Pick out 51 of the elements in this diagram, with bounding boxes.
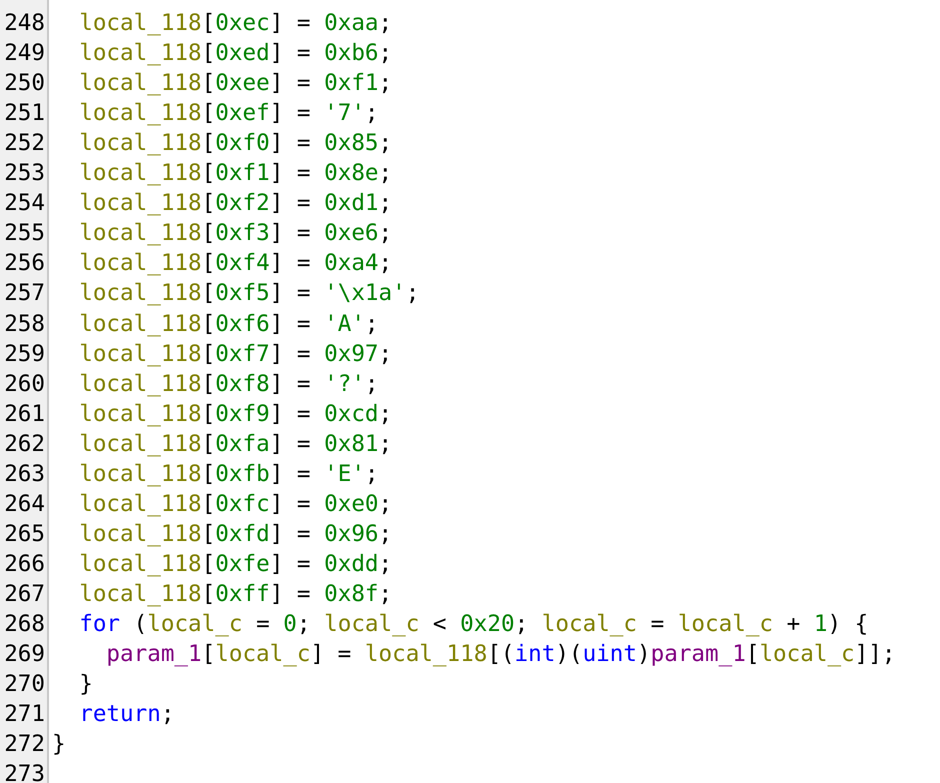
line-number: 256	[3, 249, 45, 278]
line-number: 266	[3, 550, 45, 579]
code-line: local_118[0xf8] = '?';	[78, 370, 379, 399]
code-line: param_1[local_c] = local_118[(int)(uint)param_1[local_c]];	[105, 640, 896, 670]
line-number: 254	[3, 189, 45, 218]
code-line: }	[52, 730, 66, 760]
line-number: 271	[3, 700, 45, 730]
code-line: local_118[0xf5] = '\x1a';	[78, 279, 420, 308]
line-number: 262	[3, 430, 45, 459]
line-number: 260	[3, 370, 45, 399]
line-number: 264	[3, 490, 45, 519]
code-line: local_118[0xf6] = 'A';	[78, 310, 379, 338]
line-number: 255	[3, 219, 45, 248]
code-line: }	[78, 670, 93, 700]
line-number: 272	[3, 730, 45, 760]
code-line: local_118[0xfc] = 0xe0;	[78, 490, 392, 519]
code-line: local_118[0xf7] = 0x97;	[78, 340, 392, 369]
code-line: local_118[0xfb] = 'E';	[78, 460, 379, 489]
line-number: 250	[3, 69, 45, 98]
code-line: local_118[0xf0] = 0x85;	[78, 129, 392, 158]
line-number: 268	[3, 610, 45, 639]
line-number: 252	[3, 129, 45, 158]
line-number: 251	[3, 99, 45, 128]
line-number: 257	[3, 279, 45, 308]
code-line: local_118[0xfe] = 0xdd;	[78, 550, 392, 579]
code-line: local_118[0xff] = 0x8f;	[78, 580, 392, 609]
line-number: 248	[3, 9, 45, 38]
code-line: local_118[0xf3] = 0xe6;	[78, 219, 392, 248]
line-number: 265	[3, 520, 45, 549]
line-number: 273	[3, 760, 45, 783]
code-line: for (local_c = 0; local_c < 0x20; local_c = local_c + 1) {	[78, 610, 868, 639]
line-number: 249	[3, 39, 45, 68]
code-line: local_118[0xf1] = 0x8e;	[78, 159, 392, 188]
code-line: local_118[0xec] = 0xaa;	[78, 9, 392, 38]
code-line: local_118[0xef] = '7';	[78, 99, 379, 128]
line-number: 270	[3, 670, 45, 700]
line-number: 263	[3, 460, 45, 489]
line-number: 267	[3, 580, 45, 609]
code-line: local_118[0xf4] = 0xa4;	[78, 249, 392, 278]
code-line: local_118[0xf2] = 0xd1;	[78, 189, 392, 218]
line-number: 269	[3, 640, 45, 670]
code-line: return;	[78, 700, 174, 730]
code-line: local_118[0xed] = 0xb6;	[78, 39, 392, 68]
code-line: local_118[0xfd] = 0x96;	[78, 520, 392, 549]
line-number: 259	[3, 340, 45, 369]
line-number: 258	[3, 310, 45, 338]
line-number: 253	[3, 159, 45, 188]
line-number: 261	[3, 400, 45, 429]
code-line: local_118[0xfa] = 0x81;	[78, 430, 392, 459]
code-line: local_118[0xee] = 0xf1;	[78, 69, 392, 98]
code-line: local_118[0xf9] = 0xcd;	[78, 400, 392, 429]
